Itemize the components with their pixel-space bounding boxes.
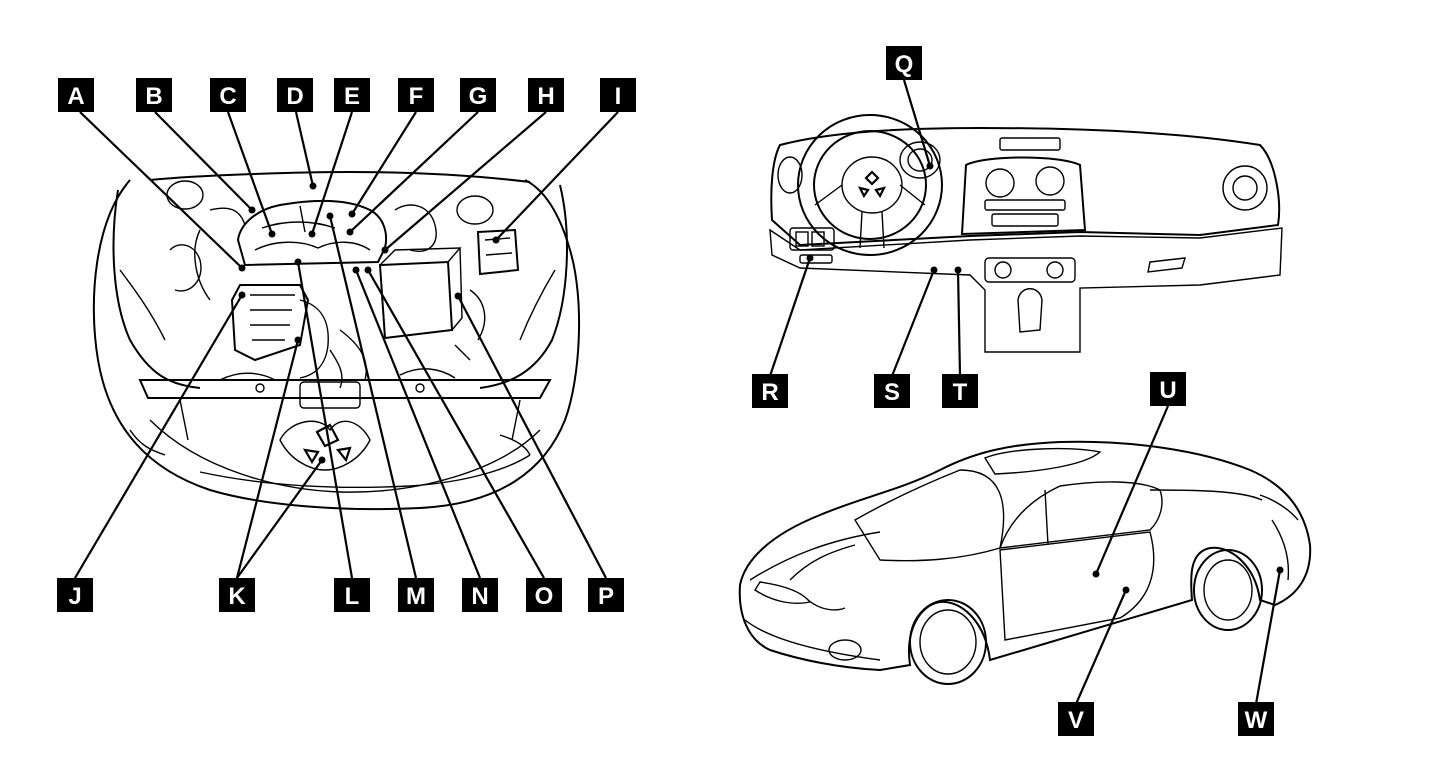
svg-text:M: M bbox=[406, 583, 426, 610]
callout-w: W bbox=[1238, 702, 1274, 736]
callout-l: L bbox=[334, 578, 370, 612]
svg-text:D: D bbox=[286, 83, 303, 110]
callout-d: D bbox=[277, 78, 313, 112]
svg-text:C: C bbox=[219, 83, 236, 110]
callout-k: K bbox=[219, 578, 255, 612]
svg-text:G: G bbox=[469, 83, 488, 110]
svg-text:K: K bbox=[228, 583, 246, 610]
callout-r: R bbox=[752, 374, 788, 408]
engine-compartment-illustration bbox=[92, 170, 581, 511]
callout-o: O bbox=[526, 578, 562, 612]
dashboard-illustration bbox=[769, 114, 1283, 353]
svg-text:I: I bbox=[615, 83, 622, 110]
callout-p: P bbox=[588, 578, 624, 612]
callout-v: V bbox=[1058, 702, 1094, 736]
svg-text:U: U bbox=[1159, 377, 1176, 404]
svg-text:T: T bbox=[953, 379, 968, 406]
callout-c: C bbox=[210, 78, 246, 112]
callout-q: Q bbox=[886, 46, 922, 80]
svg-text:S: S bbox=[884, 379, 900, 406]
callout-i: I bbox=[600, 78, 636, 112]
svg-text:W: W bbox=[1245, 707, 1268, 734]
svg-text:B: B bbox=[145, 83, 162, 110]
svg-text:L: L bbox=[345, 583, 360, 610]
callout-u: U bbox=[1150, 372, 1186, 406]
callout-labels: A B C D E F G H I J K L M N O P Q R S T … bbox=[57, 46, 1274, 736]
dashboard-leader-lines bbox=[768, 79, 962, 377]
svg-text:E: E bbox=[344, 83, 360, 110]
callout-h: H bbox=[528, 78, 564, 112]
svg-text:N: N bbox=[471, 583, 488, 610]
svg-text:V: V bbox=[1068, 707, 1084, 734]
svg-text:H: H bbox=[537, 83, 554, 110]
callout-s: S bbox=[874, 374, 910, 408]
callout-b: B bbox=[136, 78, 172, 112]
callout-t: T bbox=[942, 374, 978, 408]
callout-e: E bbox=[334, 78, 370, 112]
svg-text:O: O bbox=[535, 583, 554, 610]
callout-f: F bbox=[398, 78, 434, 112]
vehicle-exterior-illustration bbox=[738, 440, 1312, 685]
callout-g: G bbox=[460, 78, 496, 112]
callout-m: M bbox=[398, 578, 434, 612]
svg-text:P: P bbox=[598, 583, 614, 610]
callout-n: N bbox=[462, 578, 498, 612]
vehicle-leader-lines bbox=[1074, 405, 1284, 705]
svg-text:A: A bbox=[67, 83, 84, 110]
svg-text:Q: Q bbox=[895, 51, 914, 78]
callout-j: J bbox=[57, 578, 93, 612]
engine-leader-lines bbox=[74, 111, 619, 579]
svg-text:R: R bbox=[761, 379, 778, 406]
callout-a: A bbox=[58, 78, 94, 112]
svg-text:F: F bbox=[409, 83, 424, 110]
svg-text:J: J bbox=[68, 583, 81, 610]
